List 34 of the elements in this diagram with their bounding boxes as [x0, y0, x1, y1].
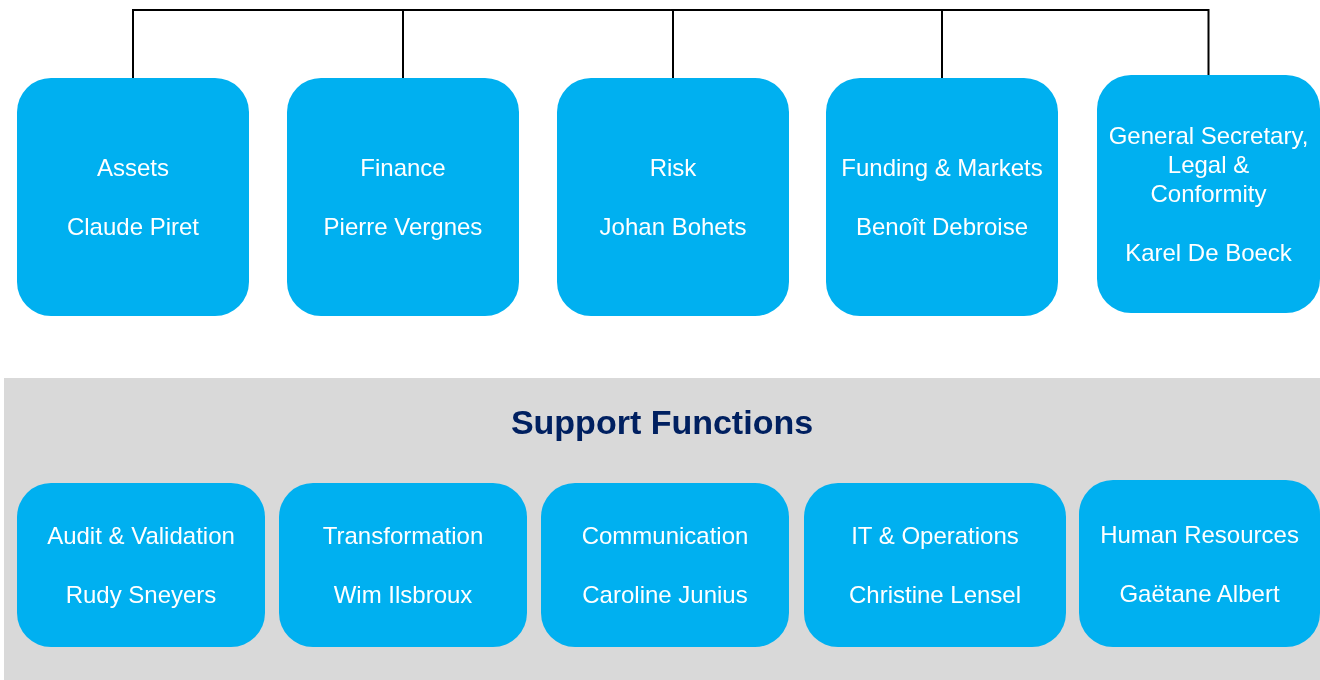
department-box	[1097, 75, 1320, 313]
person-name: Pierre Vergnes	[323, 212, 483, 241]
department-name: Communication	[581, 521, 749, 550]
department-name: Human Resources	[1100, 519, 1299, 549]
person-name: Karel De Boeck	[1125, 238, 1292, 267]
department-box	[287, 78, 519, 316]
department-name: Funding & Markets	[841, 153, 1043, 182]
department-box	[17, 78, 249, 316]
person-name: Christine Lensel	[848, 580, 1022, 609]
support-panel	[4, 378, 1320, 680]
department-name: Audit & Validation	[47, 521, 235, 550]
department-name: Assets	[97, 153, 169, 182]
person-name: Wim Ilsbroux	[333, 580, 473, 609]
department-name: Risk	[649, 153, 697, 182]
department-box	[557, 78, 789, 316]
person-name: Johan Bohets	[599, 212, 747, 241]
department-name: Finance	[360, 153, 446, 182]
department-box	[804, 483, 1066, 647]
department-box	[826, 78, 1058, 316]
department-box	[541, 483, 789, 647]
department-name: Transformation	[322, 521, 484, 550]
person-name: Gaëtane Albert	[1119, 578, 1280, 608]
department-name: General Secretary, Legal & Conformity	[1107, 121, 1310, 208]
department-box	[279, 483, 527, 647]
person-name: Claude Piret	[66, 212, 200, 241]
person-name: Caroline Junius	[582, 580, 748, 609]
org-connector	[669, 9, 674, 79]
department-name: IT & Operations	[851, 521, 1019, 550]
panel-heading: Support Functions	[510, 402, 814, 442]
person-name: Benoît Debroise	[855, 212, 1029, 241]
person-name: Rudy Sneyers	[65, 580, 217, 609]
department-box	[17, 483, 265, 647]
department-box	[1079, 480, 1320, 647]
org-connector	[402, 9, 672, 79]
